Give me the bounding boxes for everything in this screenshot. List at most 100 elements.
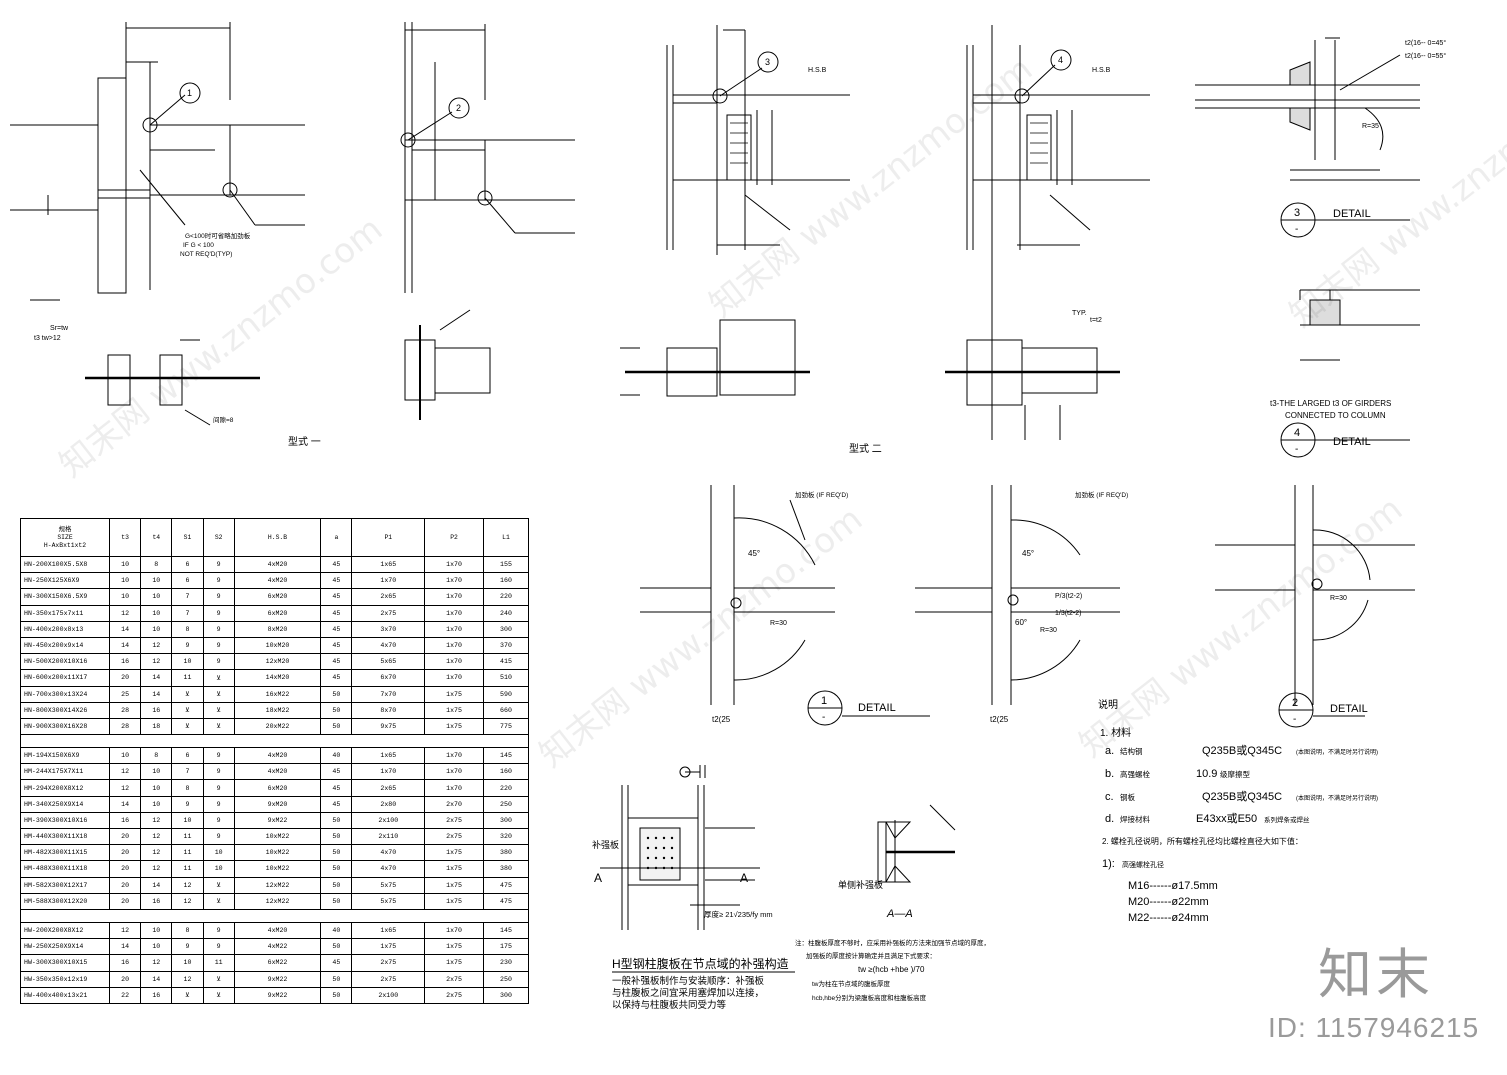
table-cell-size: HM-488X300X11X18 [20, 860, 110, 878]
table-cell: 9 [202, 779, 235, 797]
table-cell: 14 [140, 685, 173, 703]
table-cell: 300 [482, 986, 530, 1004]
table-cell: 2x75 [351, 604, 426, 622]
table-cell: 1x70 [424, 921, 484, 940]
table-cell: 9 [202, 555, 235, 574]
table-cell: 9 [202, 604, 235, 622]
table-gap-cell [140, 908, 172, 923]
bottom-detail-desc-2: 与柱腹板之间宜采用塞焊加以连接， [612, 987, 764, 999]
table-cell: 250 [482, 970, 530, 988]
table-gap-cell [320, 734, 352, 749]
table-cell: 12 [140, 844, 173, 862]
table-cell-size: HM-482X300X11X15 [20, 844, 110, 862]
callout-2-number: 2 [456, 103, 461, 113]
table-cell: ⊻ [202, 892, 235, 910]
section-a-label-right: A [740, 871, 748, 885]
table-cell: 10 [171, 954, 204, 972]
table-cell: 9xM22 [233, 811, 322, 830]
bottom-note-4: hcb,hbe分别为梁腹板高度和柱腹板高度 [812, 993, 927, 1002]
table-cell: 20 [108, 827, 142, 846]
table-cell: 145 [482, 921, 530, 940]
p13-label: 1/3(t2-2) [1055, 610, 1081, 617]
table-cell: 1x65 [351, 921, 426, 940]
hsb-label-1: H.S.B [808, 67, 827, 74]
table-cell: 4x70 [351, 844, 426, 862]
table-cell: 10 [171, 811, 204, 830]
table-cell: 300 [482, 620, 530, 638]
table-cell: 12 [140, 860, 173, 878]
table-cell: 45 [320, 555, 353, 574]
table-cell-size: HW-350x350x12x19 [20, 970, 110, 988]
table-cell: 1x70 [424, 779, 484, 797]
table-cell-size: HN-500X200X10X16 [20, 653, 110, 671]
notes-b-tail: 级摩擦型 [1220, 769, 1250, 779]
table-cell: ⊻ [202, 669, 235, 687]
table-cell: 1x75 [424, 717, 484, 736]
table-cell: 50 [320, 701, 353, 719]
notes-item-3: 1): [1102, 858, 1115, 870]
table-cell: 3x70 [351, 620, 426, 638]
table-cell: 18 [140, 717, 173, 736]
table-cell: 5x65 [351, 653, 426, 671]
table-cell: 175 [482, 938, 530, 956]
detail-2-label: DETAIL [1330, 703, 1368, 715]
table-cell: 2x75 [424, 986, 484, 1004]
detail-3-label: DETAIL [1333, 208, 1371, 220]
table-cell: 6xM20 [233, 604, 322, 622]
table-cell: 1x65 [351, 747, 426, 765]
table-cell: 7 [171, 588, 204, 606]
table-cell: 9x75 [351, 717, 426, 736]
table-cell-size: HN-900X300X16X28 [20, 717, 110, 736]
detail-3-drawing [1195, 37, 1420, 238]
stiffener-label: 补强板 [592, 839, 619, 850]
table-cell: 50 [320, 811, 353, 830]
table-cell: 9xM22 [233, 970, 322, 988]
notes-item-2: 2. 螺栓孔径说明，所有螺栓孔径均比螺栓直径大如下值： [1102, 836, 1303, 846]
table-gap-cell [424, 908, 484, 923]
table-header-s1: S1 [171, 518, 204, 557]
table-cell: 1x75 [424, 876, 484, 894]
table-cell: 9xM22 [233, 986, 322, 1004]
table-cell: 9 [171, 795, 204, 813]
table-cell-size: HN-350x175x7x11 [20, 604, 110, 622]
table-cell: 415 [482, 653, 530, 671]
table-header-p1: P1 [351, 518, 426, 557]
table-cell: 590 [482, 685, 530, 703]
table-cell: 12 [108, 779, 142, 797]
if-reqd-2: 加劲板 (IF REQ'D) [1075, 490, 1128, 499]
table-cell: 6 [171, 555, 204, 574]
detail-1-number: 1 [821, 695, 827, 707]
table-header-s2: S2 [202, 518, 235, 557]
table-cell-size: HW-200X200X8X12 [20, 921, 110, 940]
table-cell: ⊻ [202, 685, 235, 703]
table-cell: 1x70 [424, 588, 484, 606]
table-cell: 20 [108, 844, 142, 862]
table-cell: 14 [140, 876, 173, 894]
notes-m16: M16------ø17.5mm [1128, 880, 1218, 892]
single-side-label: 单侧补强板 [838, 879, 883, 890]
table-cell: 14 [108, 620, 142, 638]
table-cell: 2x100 [351, 811, 426, 830]
table-cell: 10xM22 [233, 860, 322, 878]
t3-note-1: t3-THE LARGED t3 OF GIRDERS [1270, 399, 1391, 408]
detail-1-drawing [640, 485, 930, 726]
table-cell: 775 [482, 717, 530, 736]
table-cell: 9 [202, 636, 235, 655]
table-cell: 9 [171, 636, 204, 655]
table-cell: 28 [108, 701, 142, 719]
table-cell-size: HM-588X300X12X20 [20, 892, 110, 910]
table-cell: 160 [482, 572, 530, 590]
table-cell-size: HN-800X300X14X26 [20, 701, 110, 719]
table-cell: 50 [320, 860, 353, 878]
callout-1-symbol [179, 82, 201, 104]
table-cell: 2x65 [351, 588, 426, 606]
table-cell: 4x70 [351, 636, 426, 655]
t3-note-2: CONNECTED TO COLUMN [1285, 411, 1386, 420]
